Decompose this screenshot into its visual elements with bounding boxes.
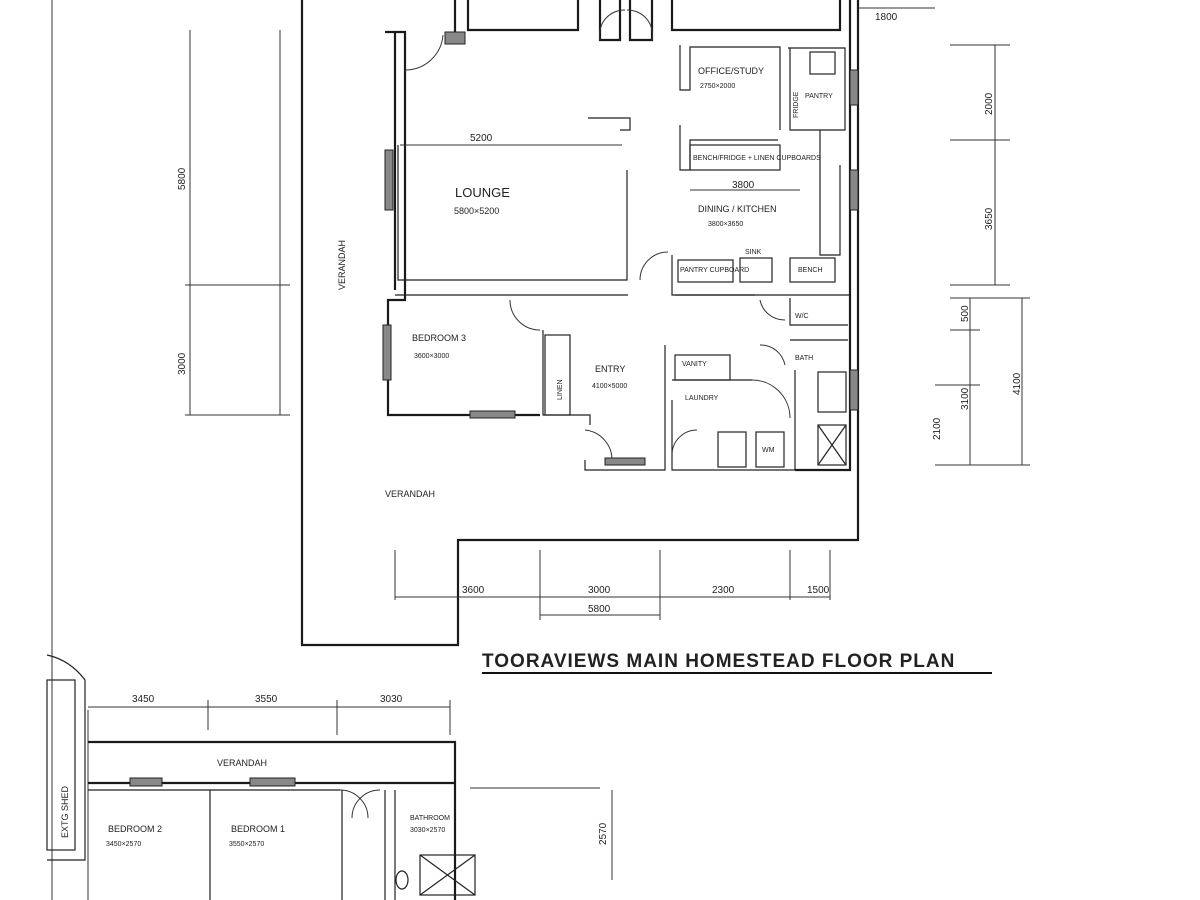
dining-size: 3800×3650 xyxy=(708,221,743,228)
dining-dim: 3800 xyxy=(732,180,755,191)
bench-linen-label: BENCH/FRIDGE + LINEN CUPBOARDS xyxy=(693,155,821,162)
linen-label: LINEN xyxy=(557,379,564,400)
bathroom-label: BATHROOM xyxy=(410,815,450,822)
cottage-dim-right: 2570 xyxy=(598,822,609,845)
lounge-size: 5800×5200 xyxy=(454,206,499,216)
left-dim-2: 3000 xyxy=(177,352,188,375)
verandah-front-label: VERANDAH xyxy=(385,489,435,499)
bottom-dimensions: 3600 3000 2300 1500 5800 xyxy=(394,550,831,620)
laundry-label: LAUNDRY xyxy=(685,395,719,402)
right-dim-5: 3100 xyxy=(960,387,971,410)
cupboard-label: PANTRY CUPBOARD xyxy=(680,267,749,274)
cottage-labels: EXTG SHED VERANDAH BEDROOM 2 3450×2570 B… xyxy=(60,694,613,880)
cottage-verandah-label: VERANDAH xyxy=(217,758,267,768)
left-dim-1: 5800 xyxy=(177,167,188,190)
dining-label: DINING / KITCHEN xyxy=(698,204,777,214)
left-dimensions: 5800 3000 xyxy=(177,30,290,416)
bedroom1-label: BEDROOM 1 xyxy=(231,824,285,834)
bottom-dim-2: 3000 xyxy=(588,585,611,596)
main-house-walls xyxy=(382,0,859,472)
bottom-dim-3: 2300 xyxy=(712,585,735,596)
right-dim-3: 3650 xyxy=(984,207,995,230)
lounge-label: LOUNGE xyxy=(455,185,510,200)
bottom-dim-5: 5800 xyxy=(588,604,611,615)
cottage-dim-3: 3030 xyxy=(380,694,403,705)
office-size: 2750×2000 xyxy=(700,83,735,90)
bathroom-size: 3030×2570 xyxy=(410,827,445,834)
wc-label: W/C xyxy=(795,313,809,320)
bedroom2-label: BEDROOM 2 xyxy=(108,824,162,834)
wm-label: WM xyxy=(762,447,775,454)
cottage-dim-2: 3550 xyxy=(255,694,278,705)
office-label: OFFICE/STUDY xyxy=(698,66,764,76)
verandah-outline xyxy=(300,0,860,647)
bath-label: BATH xyxy=(795,355,813,362)
pantry-label: PANTRY xyxy=(805,93,833,100)
bedroom2-size: 3450×2570 xyxy=(106,841,141,848)
bench-label: BENCH xyxy=(798,267,823,274)
right-dim-6: 4100 xyxy=(1012,372,1023,395)
entry-size: 4100×5000 xyxy=(592,383,627,390)
shed-label: EXTG SHED xyxy=(60,785,70,838)
right-dim-1: 1800 xyxy=(875,12,898,23)
fridge-label: FRIDGE xyxy=(793,91,800,118)
bedroom3-label: BEDROOM 3 xyxy=(412,333,466,343)
verandah-side-label: VERANDAH xyxy=(337,240,347,290)
bedroom1-size: 3550×2570 xyxy=(229,841,264,848)
vanity-label: VANITY xyxy=(682,361,707,368)
plan-title: TOORAVIEWS MAIN HOMESTEAD FLOOR PLAN xyxy=(482,651,955,672)
right-dim-7: 2100 xyxy=(932,417,943,440)
right-dim-4: 500 xyxy=(960,305,971,322)
cottage-dim-1: 3450 xyxy=(132,694,155,705)
cottage-walls xyxy=(46,654,600,900)
lounge-dim: 5200 xyxy=(470,133,493,144)
main-house-labels: OFFICE/STUDY 2750×2000 PANTRY FRIDGE BEN… xyxy=(337,66,833,499)
bedroom3-size: 3600×3000 xyxy=(414,353,449,360)
bottom-dim-4: 1500 xyxy=(807,585,830,596)
bottom-dim-1: 3600 xyxy=(462,585,485,596)
sink-label: SINK xyxy=(745,249,762,256)
entry-label: ENTRY xyxy=(595,364,625,374)
right-dim-2: 2000 xyxy=(984,92,995,115)
right-dimensions: 1800 2000 3650 500 3100 4100 2100 xyxy=(858,7,1030,466)
